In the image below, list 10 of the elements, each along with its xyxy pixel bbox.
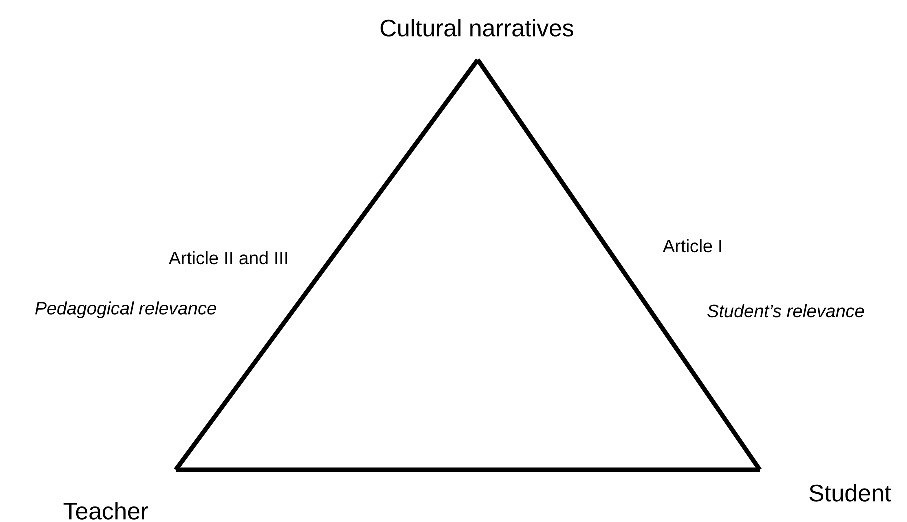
vertex-label: Student	[810, 484, 892, 502]
vertex-label: Cultural narratives	[380, 19, 574, 37]
triangle-side	[176, 468, 760, 472]
triangle-side	[476, 58, 762, 472]
note-label: Student’s relevance	[708, 304, 864, 318]
triangle-side	[174, 58, 480, 472]
edge-label: Article II and III	[168, 250, 290, 266]
note-label: Pedagogical relevance	[35, 302, 216, 318]
vertex-label: Teacher	[64, 502, 148, 520]
edge-label: Article I	[662, 238, 724, 254]
